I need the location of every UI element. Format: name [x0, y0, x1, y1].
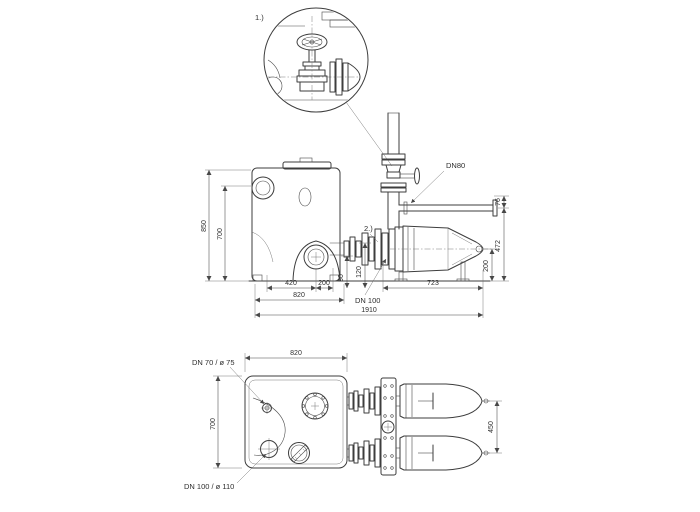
dim-outlet-height-small: 90 [338, 274, 345, 282]
dim-total-length: 1910 [361, 307, 377, 314]
valve-handwheel-icon [414, 167, 420, 185]
pump-plan-bottom [396, 435, 490, 471]
pipe-end-flange [492, 199, 498, 217]
side-dims-left: 850 700 [201, 169, 251, 282]
plan-callouts: DN 70 / ø 75 DN 100 / ø 110 [184, 358, 267, 491]
gate-valve-detail [268, 16, 360, 100]
dim-pump-axis-height: 200 [483, 260, 490, 272]
coupling-ref-leader [369, 233, 379, 243]
tank-side [251, 157, 341, 282]
side-view: DN80 2.) DN 100 850 700 76 472 [201, 112, 509, 318]
vent-label: DN 70 / ø 75 [192, 358, 235, 367]
dn100-outlet-label: DN 100 [355, 296, 380, 305]
gate-valve-body [385, 164, 402, 173]
tank-foot-left [252, 274, 263, 282]
inspection-opening-plan [301, 392, 329, 420]
dn80-leader [410, 170, 445, 204]
dim-outlet-height: 120 [356, 266, 363, 278]
suction-dome [292, 240, 341, 282]
pump-foot-rear [460, 261, 466, 282]
dn100-leader [364, 258, 387, 296]
dim-pump-spacing: 450 [488, 421, 495, 433]
pump-foot-front [398, 271, 404, 282]
inlet-label: DN 100 / ø 110 [184, 482, 234, 491]
plan-view: DN 70 / ø 75 DN 100 / ø 110 820 700 450 [184, 350, 502, 491]
pump-tip-fitting-bottom [483, 450, 489, 456]
handwheel-icon [296, 33, 328, 51]
pump-plan-top [396, 383, 490, 419]
discharge-pipework [380, 112, 498, 230]
detail-ref-label: 1.) [255, 13, 264, 22]
side-dims-right: 76 472 200 [483, 195, 509, 282]
dim-tank-length: 820 [293, 292, 305, 299]
inlet-leader [236, 453, 267, 484]
detail-circle [263, 7, 369, 113]
flange-stack-bottom [348, 438, 381, 468]
dim-height-tank: 700 [217, 228, 224, 240]
dim-inlet-spacing: 200 [318, 280, 330, 287]
pumps-plan [347, 377, 490, 476]
dim-pipe-height: 472 [495, 240, 502, 252]
dn80-label: DN80 [446, 161, 465, 170]
detail-leader-line [345, 101, 393, 167]
screw-cover [288, 442, 310, 464]
tank-foot-right [329, 274, 340, 282]
dim-plan-depth: 700 [210, 418, 217, 430]
dim-pipe-top-offset: 76 [495, 198, 502, 206]
dim-inlet-offset: 420 [285, 280, 297, 287]
handhole [298, 187, 312, 207]
inlet-connection-plan [258, 438, 280, 460]
plan-dims: 820 700 450 [210, 350, 502, 469]
vent-connection [261, 402, 273, 414]
coupling-ref-label: 2.) [364, 224, 373, 233]
dim-height-total: 850 [201, 220, 208, 232]
pump-tip-fitting-top [483, 398, 489, 404]
tank-inlet-boss [251, 176, 275, 200]
side-dims-bottom: 420 200 90 120 820 723 1910 [254, 242, 484, 318]
coupling-flanges [329, 228, 396, 270]
side-callouts: DN80 2.) DN 100 [355, 161, 465, 305]
tank-plan [244, 375, 348, 469]
vent-leader [229, 366, 265, 405]
dim-pump-length: 723 [427, 280, 439, 287]
cover-handle [299, 157, 313, 163]
pump-side [390, 225, 492, 282]
detail-view: 1.) [255, 7, 393, 167]
flange-stack-top [348, 386, 381, 416]
manifold-plate [380, 377, 397, 476]
non-return-valve-detail [329, 58, 361, 96]
dim-plan-width: 820 [290, 350, 302, 357]
